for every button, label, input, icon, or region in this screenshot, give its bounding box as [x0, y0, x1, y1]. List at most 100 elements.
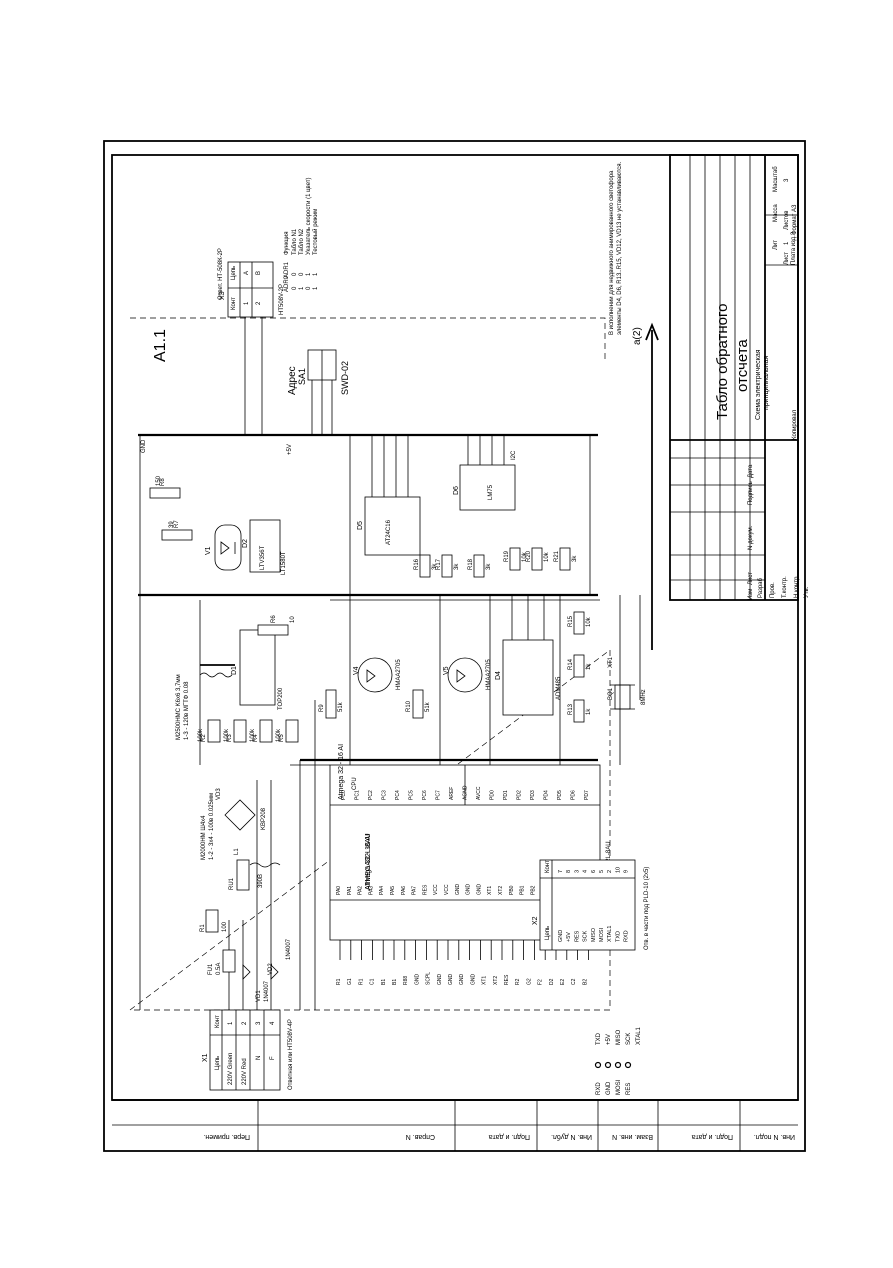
d4-label: D4 — [495, 671, 502, 680]
l1-and-bridge: L1 M2000HM Ш4x4 1-2 - 3x4 - 100в 0.025мм… — [201, 788, 281, 868]
d2-label: D2 — [242, 539, 249, 548]
r9-label: R9 — [319, 704, 325, 712]
d3-pin-pa: VCC — [444, 884, 450, 895]
x3-r1c1: 1 — [244, 301, 250, 305]
adr-h1: ADR1 — [284, 261, 290, 278]
prog-pin-right: TXD — [596, 1032, 602, 1045]
x2-net: GND — [558, 930, 564, 942]
x2-pin: 5 — [599, 870, 605, 873]
stamp-vzam: Взам. инв. N — [612, 1133, 653, 1140]
d6-name: LM75 — [488, 484, 494, 500]
x2-pin: 6 — [591, 870, 597, 873]
r5-body — [285, 719, 299, 743]
d3-pin-net: G2 — [526, 978, 532, 985]
x1-r1-1: 2 — [242, 1021, 248, 1025]
x1-r2-0: N — [256, 1056, 262, 1060]
r4-body — [259, 719, 273, 743]
switch-name: SWD-02 — [340, 361, 350, 395]
x2-rows: GND7+5V8RES3SCK4MISO6MOSI5XTAL12TXD10RXD… — [558, 867, 630, 942]
adr-r0-1: 0 — [292, 272, 298, 276]
bq1-crystal: BQ1 8MHz XT1 — [608, 656, 647, 710]
x2-net: TXD — [615, 931, 621, 942]
r15-body — [573, 611, 585, 635]
title-line2: отсчета — [734, 339, 751, 392]
d3-pin-pa: PA2 — [358, 886, 364, 895]
fu1-body — [222, 949, 236, 973]
format-label: Формат А3 — [792, 204, 798, 235]
prog-pin-ring — [594, 1061, 602, 1069]
r15-label: R15 — [568, 615, 574, 627]
note-line1: В исполнении для недвижного анимированно… — [609, 170, 615, 335]
prog-pin-left: RXD — [596, 1082, 602, 1095]
x2-pin: 7 — [558, 870, 564, 873]
r2-label: R2 — [201, 734, 207, 742]
d5-name: AT24C16 — [386, 519, 392, 545]
r20-label: R20 — [526, 550, 532, 562]
x1-r0-0: 220V Green — [228, 1053, 234, 1085]
x2-connector: X2 Цепь Конт Отв. в части под PLD-10 (2x… — [532, 859, 650, 951]
r3-body — [233, 719, 247, 743]
stamp-podp1: Подп. и дата — [489, 1133, 530, 1140]
d3-part: Atmega 32 - 16 AI — [365, 834, 372, 890]
d3-name: ATMEGA32L-8AU — [365, 833, 372, 890]
x2-net: RXD — [624, 930, 630, 942]
sheet-label: Лист — [784, 252, 790, 265]
adr-h2: Функция — [284, 231, 290, 255]
d3-pin-port: PC5 — [409, 790, 415, 800]
adr-r1-1: 0 — [299, 272, 305, 276]
l1-wind: 1-2 - 3x4 - 100в 0.025мм — [209, 793, 215, 860]
d3-pin-pa: GND — [455, 884, 461, 896]
title-block: Табло обратного отсчета Схема электричес… — [669, 154, 810, 601]
ru1-val: 390B — [258, 874, 264, 888]
d3-pin-net: C1 — [370, 978, 376, 985]
d3-pin-port: AREF — [449, 787, 455, 800]
prog-pin-left: GND — [606, 1081, 612, 1095]
r14-body — [573, 654, 585, 678]
copied-label: Копировал — [792, 409, 798, 440]
x1-r2-1: 3 — [256, 1021, 262, 1025]
d3-pin-pa: VCC — [433, 884, 439, 895]
d3-pin-pa: PA1 — [347, 886, 353, 895]
r10-body — [412, 689, 424, 719]
r3-val: 100k — [224, 728, 230, 742]
stamp-inv-dubl: Инв. N дубл. — [551, 1133, 592, 1141]
row-izm: Изм — [748, 589, 754, 600]
address-table: ADR0 ADR1 Функция 0 0 Табло N1 1 0 Табло… — [284, 177, 319, 292]
adr-r3-1: 1 — [313, 272, 319, 276]
prog-pin-right: MISO — [616, 1029, 622, 1045]
d3-pin-pa: PA6 — [401, 886, 407, 895]
small-resistors: R6 10 R7 39 R8 150 — [149, 475, 296, 636]
r19-body — [509, 547, 521, 571]
r13-label: R13 — [568, 703, 574, 715]
row-list: Лист — [748, 572, 754, 585]
x2-net: +5V — [566, 932, 572, 942]
d3-pin-net: E2 — [560, 979, 566, 985]
x2-h1: Конт — [545, 860, 551, 873]
fu1-label: FU1 — [208, 963, 214, 975]
arrow-head — [645, 322, 659, 341]
x1-r0-1: 1 — [228, 1021, 234, 1025]
sheet-value: 1 — [784, 241, 790, 245]
d3-pin-net: F2 — [538, 979, 544, 985]
notes: В исполнении для недвижного анимированно… — [609, 161, 659, 650]
prog-pin-left: RES — [626, 1083, 632, 1095]
sheets-label: Листов — [784, 211, 790, 231]
v4-label: V4 — [353, 666, 360, 675]
row-razrab: Разраб — [758, 578, 764, 598]
x2-net: SCK — [583, 930, 589, 942]
d3-pin-port: PD6 — [571, 790, 577, 800]
r15-val: 10k — [586, 616, 592, 627]
r17-val: 3k — [454, 563, 460, 570]
d3-cpu: CPU — [352, 777, 358, 790]
d3-pin-net: R2 — [515, 978, 521, 985]
xt1-label: XT1 — [608, 656, 614, 668]
v1-label: V1 — [205, 546, 212, 555]
x2-pin: 3 — [574, 870, 580, 873]
d3-pin-port: AGND — [463, 785, 469, 800]
d3-pin-net: GND — [459, 974, 465, 986]
prog-pin-right: XTAL1 — [636, 1026, 642, 1045]
side-stamp-strip: Перв. примен. Справ. N Подп. и дата Инв.… — [112, 1099, 798, 1151]
